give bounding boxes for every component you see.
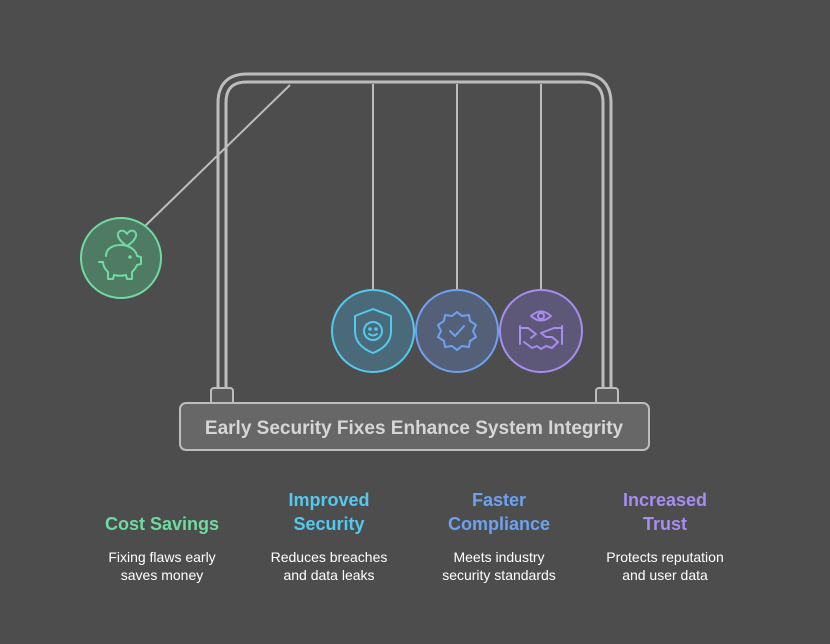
column-description: Reduces breaches and data leaks [270,549,388,583]
column-title: Faster Compliance [447,490,551,534]
column-description: Fixing flaws early saves money [108,549,216,583]
badge-check-icon [437,311,477,351]
column-title: Cost Savings [104,514,220,534]
ball-improved-security [331,289,415,373]
piggy-bank-heart-icon [98,229,142,280]
banner-title: Early Security Fixes Enhance System Inte… [205,418,624,439]
shield-face-icon [354,308,392,354]
ball-faster-compliance [415,289,499,373]
column-cost-savings: Cost Savings Fixing flaws early saves mo… [72,484,252,584]
column-title: Increased Trust [622,490,708,534]
ball-cost-savings [80,217,162,299]
eye-handshake-icon [519,310,563,350]
column-description: Protects reputation and user data [606,549,724,583]
column-faster-compliance: Faster Compliance Meets industry securit… [409,484,589,584]
column-description: Meets industry security standards [442,549,556,583]
string-cost [142,84,291,229]
column-increased-trust: Increased Trust Protects reputation and … [575,484,755,584]
ball-increased-trust [499,289,583,373]
base-banner [179,402,650,451]
column-improved-security: Improved Security Reduces breaches and d… [239,484,419,584]
column-title: Improved Security [288,490,370,534]
